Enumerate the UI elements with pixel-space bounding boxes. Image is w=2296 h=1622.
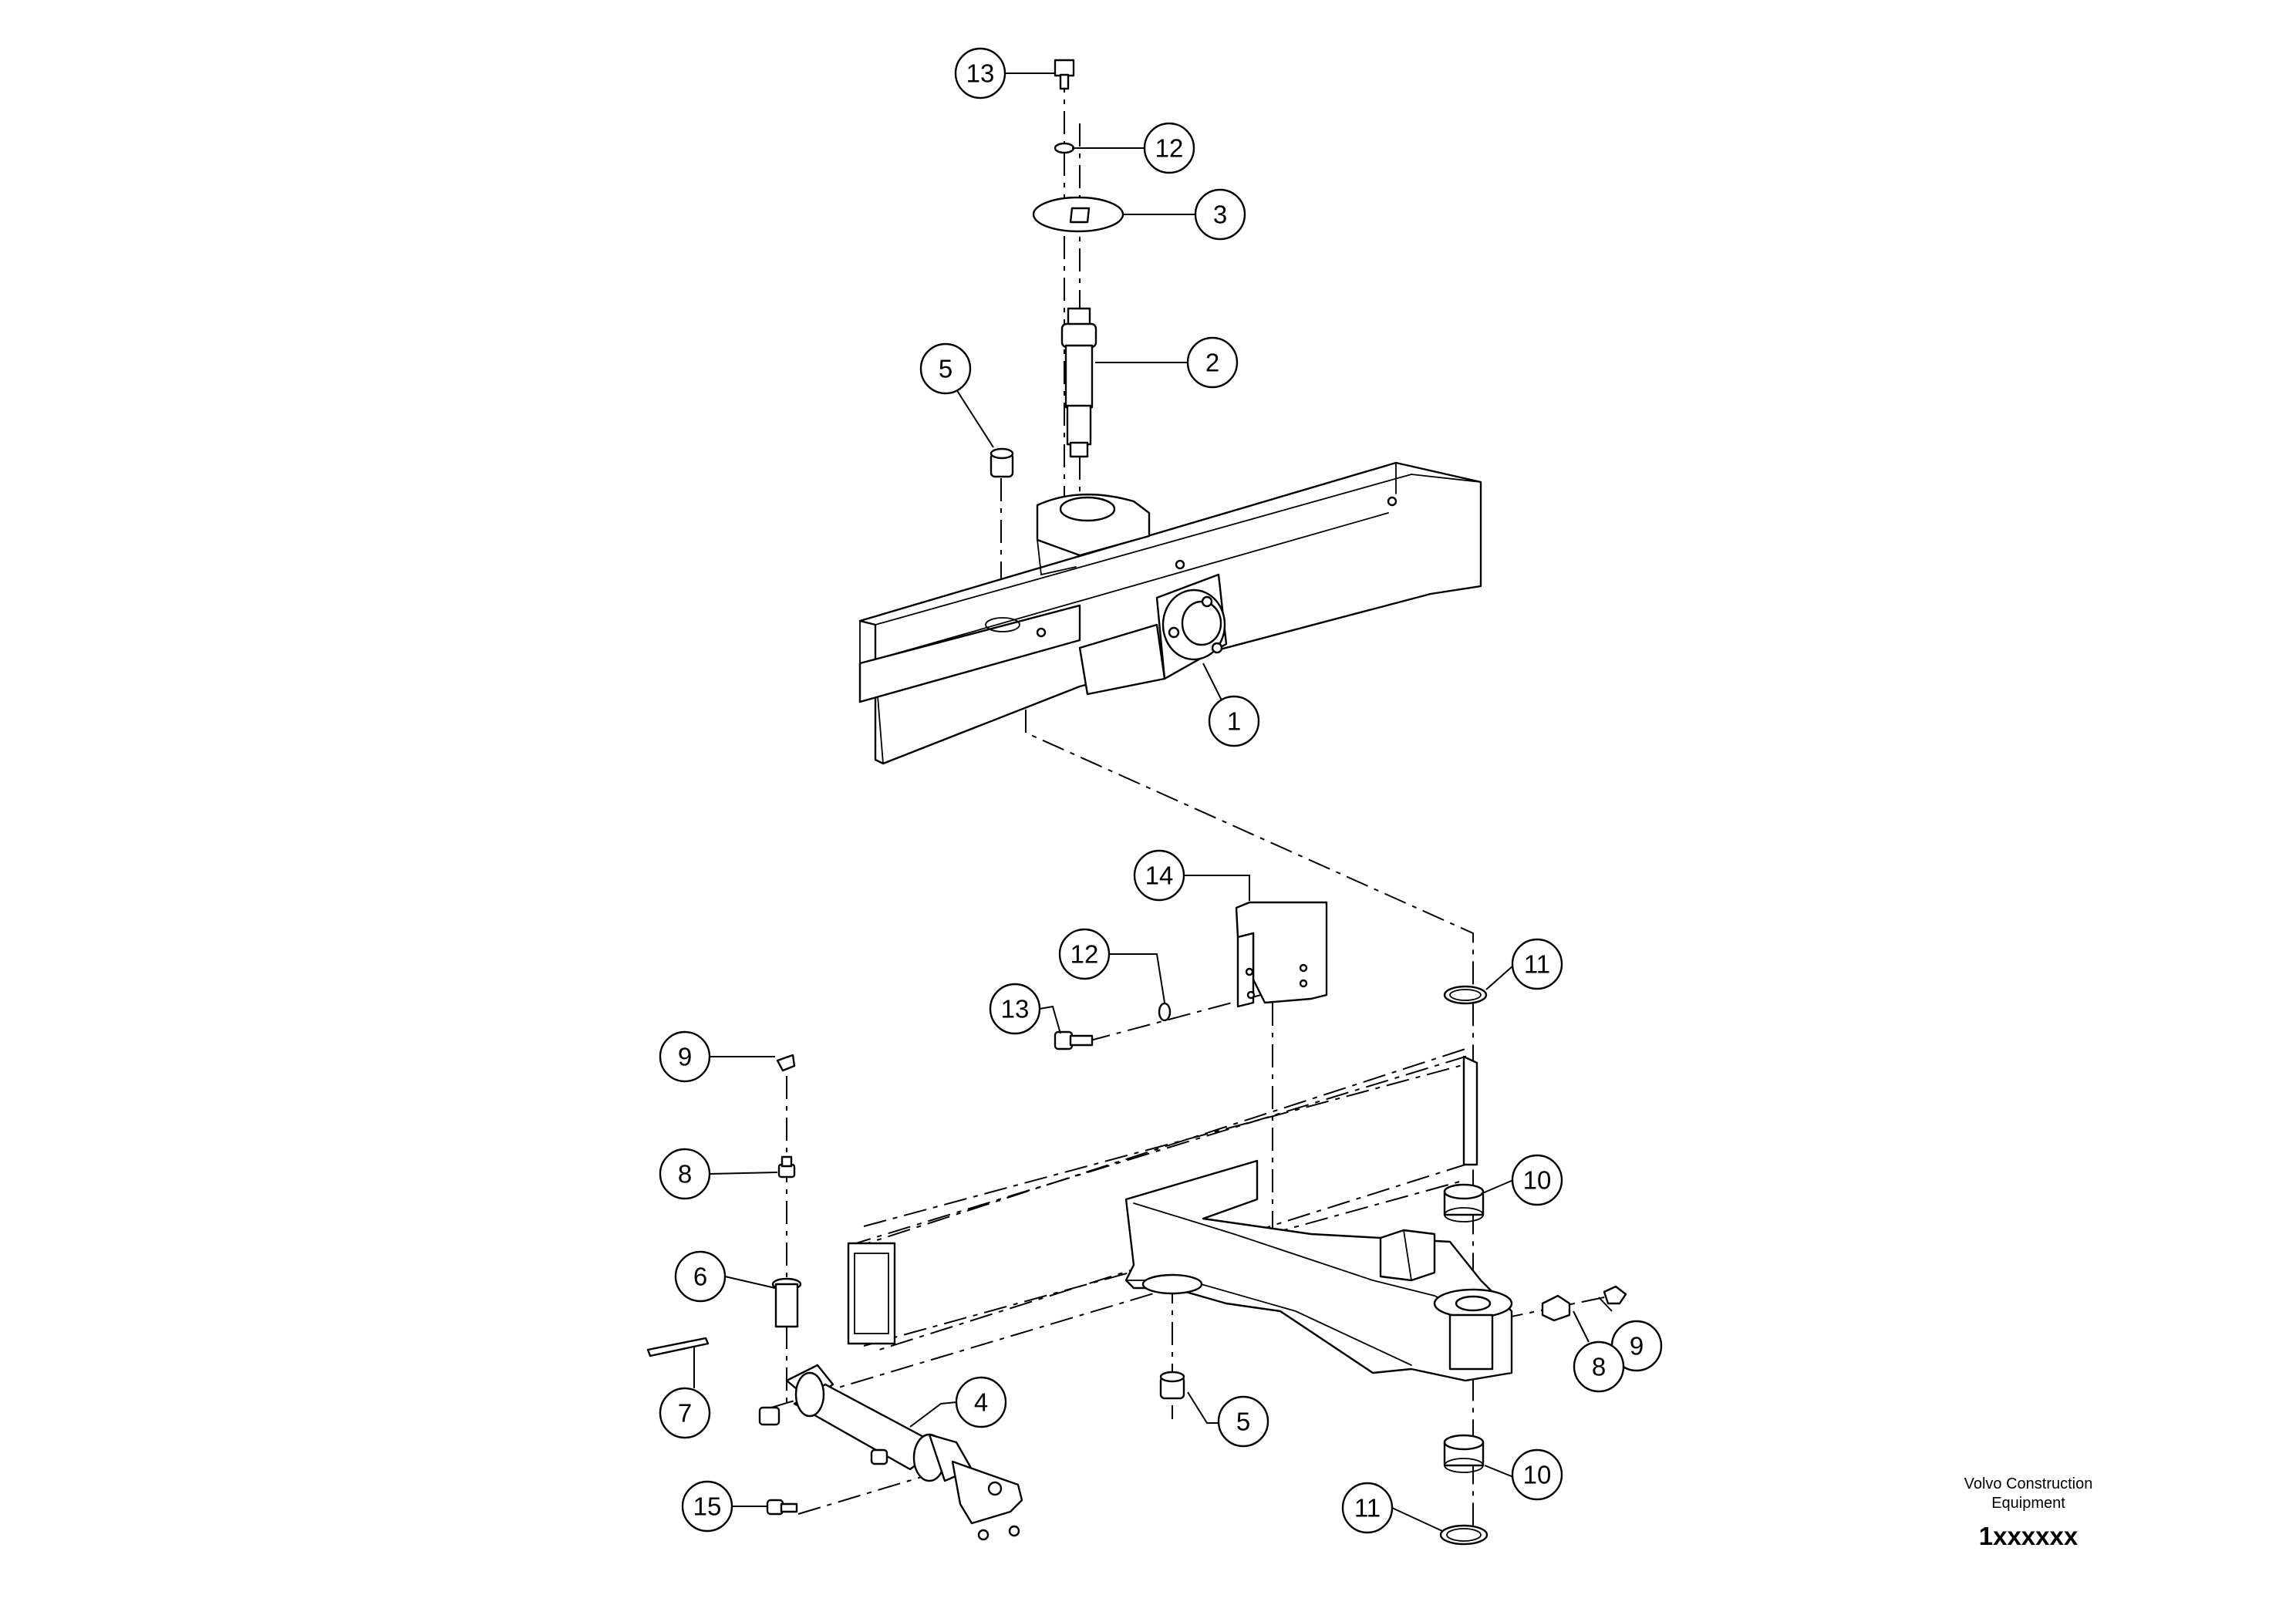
svg-text:3: 3 [1213, 201, 1227, 229]
callout-12-top: 12 [1143, 122, 1195, 174]
bushing-5-bottom [1159, 1371, 1185, 1400]
callout-5-bottom: 5 [1217, 1395, 1269, 1448]
svg-text:8: 8 [678, 1160, 692, 1189]
callout-3: 3 [1194, 188, 1246, 241]
bushing-10-top [1443, 1183, 1485, 1222]
callout-4: 4 [955, 1376, 1007, 1428]
callout-14: 14 [1133, 849, 1185, 902]
svg-text:5: 5 [939, 355, 952, 383]
lock-pin-7 [646, 1337, 710, 1357]
grease-fitting-right [1541, 1285, 1627, 1322]
callout-7: 7 [659, 1387, 711, 1439]
svg-text:10: 10 [1523, 1166, 1552, 1195]
screw-top [1054, 59, 1075, 90]
svg-text:12: 12 [1070, 940, 1099, 969]
bushing-10-bottom [1443, 1434, 1485, 1473]
callout-10-top: 10 [1511, 1154, 1563, 1206]
washer-top [1054, 142, 1075, 154]
guard-bracket [1235, 901, 1328, 1008]
svg-text:10: 10 [1523, 1461, 1552, 1489]
bushing-top [990, 447, 1014, 478]
svg-text:14: 14 [1145, 862, 1174, 890]
svg-text:15: 15 [693, 1492, 722, 1521]
svg-text:4: 4 [974, 1388, 988, 1417]
svg-text:5: 5 [1236, 1408, 1250, 1436]
svg-text:13: 13 [966, 59, 995, 88]
company-name-line2: Equipment [1991, 1495, 2065, 1512]
svg-text:13: 13 [1001, 995, 1030, 1023]
seal-ring-11-top [1443, 985, 1488, 1005]
company-name-line1: Volvo Construction [1964, 1475, 2093, 1492]
seal-ring-11-bottom [1439, 1524, 1489, 1546]
svg-text:9: 9 [678, 1043, 692, 1071]
washer-mid [1158, 1002, 1172, 1022]
callout-13-mid: 13 [989, 983, 1041, 1035]
svg-text:9: 9 [1630, 1332, 1644, 1361]
callout-9-left: 9 [659, 1030, 711, 1083]
leader-lines [693, 73, 1613, 1532]
callout-6: 6 [674, 1250, 727, 1303]
pivot-pin [1060, 307, 1097, 458]
front-axle-beam [858, 461, 1482, 765]
svg-text:8: 8 [1592, 1353, 1606, 1381]
retaining-plate [1032, 196, 1124, 233]
screw-mid [1054, 1030, 1094, 1050]
footer-block: Volvo Construction Equipment 1xxxxxx [1964, 1475, 2093, 1550]
svg-text:6: 6 [693, 1263, 707, 1291]
svg-text:12: 12 [1155, 134, 1184, 163]
callout-8-left: 8 [659, 1148, 711, 1200]
svg-text:11: 11 [1524, 950, 1550, 979]
callout-11-top: 11 [1511, 938, 1563, 990]
callout-11-bottom: 11 [1341, 1482, 1394, 1534]
callout-12-mid: 12 [1058, 928, 1111, 980]
grease-fitting-left [776, 1054, 796, 1179]
callout-9-right: 9 [1610, 1320, 1663, 1372]
callout-5-top: 5 [919, 342, 972, 395]
grease-fitting-15 [766, 1499, 798, 1516]
svg-text:11: 11 [1354, 1494, 1381, 1523]
svg-text:1: 1 [1227, 707, 1241, 736]
svg-text:7: 7 [678, 1399, 692, 1428]
pin-6 [771, 1277, 802, 1328]
callout-8-right: 8 [1573, 1340, 1625, 1393]
callout-1: 1 [1208, 695, 1260, 747]
callout-15: 15 [681, 1480, 733, 1533]
axle-cradle-frame [847, 1055, 1513, 1382]
callout-10-bottom: 10 [1511, 1448, 1563, 1501]
svg-text:2: 2 [1205, 349, 1219, 377]
callout-13-top: 13 [954, 47, 1006, 99]
steering-cylinder [758, 1364, 1023, 1541]
callout-2: 2 [1186, 336, 1239, 389]
drawing-code: 1xxxxxx [1979, 1522, 2079, 1550]
